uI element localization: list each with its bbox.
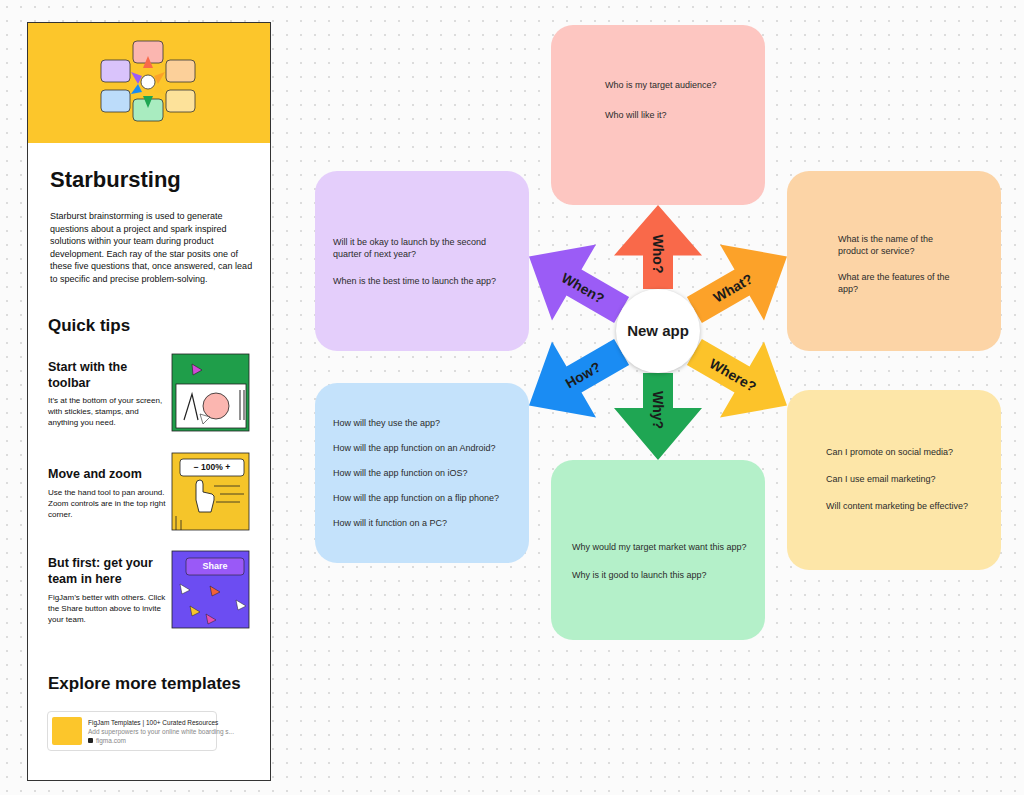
arrow-label: How? — [562, 358, 603, 391]
toolbar-thumbnail — [172, 354, 249, 431]
question-box: Why would my target market want this app… — [551, 460, 765, 640]
question-text: Who is my target audience? — [605, 79, 755, 91]
arrow-connector — [687, 244, 787, 323]
panel-header — [28, 23, 270, 143]
arrow-connector — [614, 373, 702, 460]
question-box: Who is my target audience? Who will like … — [551, 25, 765, 205]
question-text: What are the features of the app? — [838, 271, 950, 295]
starburst-icon — [101, 41, 195, 121]
arrow-connector — [529, 339, 629, 418]
question-text: Why would my target market want this app… — [572, 541, 757, 553]
share-button-text: Share — [186, 561, 244, 572]
arrow-connector — [529, 244, 629, 323]
question-text: Can I use email marketing? — [826, 473, 993, 485]
question-text: Who will like it? — [605, 109, 755, 121]
question-box: Will it be okay to launch by the second … — [315, 171, 529, 351]
question-text: Will content marketing be effective? — [826, 500, 993, 512]
question-box: What is the name of the product or servi… — [787, 171, 1001, 351]
card-description: Add superpowers to your online white boa… — [88, 727, 210, 736]
question-box: Can I promote on social media? Can I use … — [787, 390, 1001, 570]
question-text: Can I promote on social media? — [826, 446, 993, 458]
arrow-label: When? — [558, 269, 606, 306]
question-text: How will the app function on iOS? — [333, 467, 521, 479]
link-card: FigJam Templates | 100+ Curated Resource… — [47, 711, 217, 751]
section-heading: Quick tips — [48, 316, 258, 336]
tip-heading: Move and zoom — [48, 466, 166, 482]
tip-body: Use the hand tool to pan around. Zoom co… — [48, 487, 166, 520]
zoom-control-text: − 100% + — [181, 462, 243, 473]
panel-title: Starbursting — [50, 167, 181, 193]
question-text: How will it function on a PC? — [333, 517, 521, 529]
question-text: How will the app function on an Android? — [333, 442, 521, 454]
card-title: FigJam Templates | 100+ Curated Resource… — [88, 718, 210, 727]
section-heading: Explore more templates — [48, 674, 263, 694]
card-domain: figma.com — [88, 736, 210, 745]
description: Starburst brainstorming is used to gener… — [50, 210, 258, 286]
question-text: When is the best time to launch the app? — [333, 275, 501, 287]
question-text: Why is it good to launch this app? — [572, 569, 757, 581]
question-text: Will it be okay to launch by the second … — [333, 236, 501, 260]
favicon — [88, 738, 93, 743]
question-text: What is the name of the product or servi… — [838, 233, 950, 257]
arrow-label: Why? — [650, 390, 666, 428]
side-panel — [28, 23, 271, 781]
tip-heading: But first: get your team in here — [48, 555, 160, 587]
arrow-connector — [614, 205, 702, 289]
tip-body: It’s at the bottom of your screen, with … — [48, 395, 166, 428]
question-text: How will the app function on a flip phon… — [333, 492, 521, 504]
arrow-label: Who? — [650, 234, 666, 273]
question-text: How will they use the app? — [333, 417, 521, 429]
question-box: How will they use the app? How will the a… — [315, 383, 529, 563]
card-thumbnail — [52, 717, 82, 745]
arrow-connector — [687, 339, 787, 418]
zoom-thumbnail — [172, 453, 249, 530]
tip-heading: Start with the toolbar — [48, 359, 160, 391]
center-text: New app — [627, 322, 689, 340]
center-circle: New app — [616, 289, 700, 373]
arrow-label: Where? — [707, 355, 759, 395]
tip-body: FigJam’s better with others. Click the S… — [48, 592, 166, 625]
share-thumbnail — [172, 551, 249, 628]
arrow-label: What? — [711, 270, 756, 305]
